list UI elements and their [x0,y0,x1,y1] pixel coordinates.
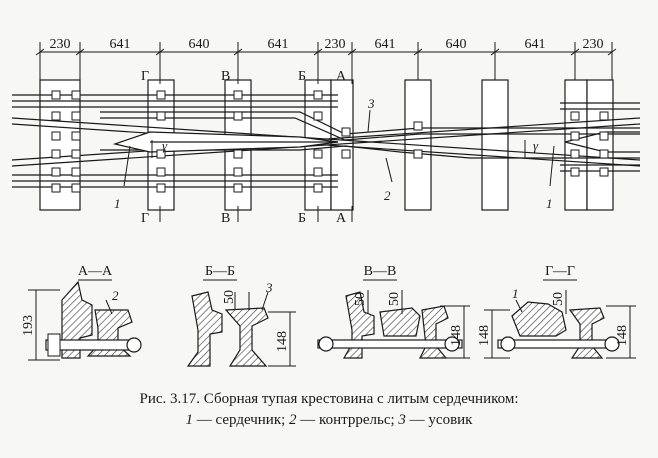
legend-text-3: — усовик [405,412,473,428]
mark-b-bottom: Б [298,211,306,226]
section-b-b-callout: 3 [265,280,273,295]
dim-641-d: 641 [525,37,546,52]
legend-num-1: 1 [185,412,194,428]
dim-230-a: 230 [50,37,71,52]
section-v-v-dim-50-left: 50 [353,292,368,306]
section-v-v-dim-50-right: 50 [387,292,402,306]
section-a-a-dim-193: 193 [21,315,36,336]
crossing-drawing: 230 641 640 641 230 641 640 641 230 [11,37,641,367]
dim-641-c: 641 [375,37,396,52]
mark-a-bottom: А [336,211,347,226]
callouts: 1 2 3 1 γ γ [114,96,555,211]
section-b-b-dim-50: 50 [222,290,237,304]
dim-230-b: 230 [325,37,346,52]
section-a-a: А—А 193 2 [21,264,142,361]
section-v-v-dim-148: 148 [449,325,464,346]
mark-g-bottom: Г [141,211,149,226]
legend-text-2: — контррельс; [296,412,399,428]
angle-right: γ [533,138,539,153]
mark-g-top: Г [141,69,149,84]
legend-text-1: — сердечник; [193,412,290,428]
section-v-v: В—В 50 50 148 [317,264,470,359]
callout-2: 2 [384,188,391,203]
callout-1-left: 1 [114,196,121,211]
dim-640-b: 640 [446,37,467,52]
legend-num-3: 3 [398,412,406,428]
dim-641-b: 641 [268,37,289,52]
mark-v-bottom: В [221,211,230,226]
mark-v-top: В [221,69,230,84]
callout-3: 3 [367,96,375,111]
section-b-b-title: Б—Б [205,264,235,279]
section-g-g-title: Г—Г [545,264,575,279]
angle-left: γ [162,138,168,153]
figure-caption-title: Рис. 3.17. Сборная тупая крестовина с ли… [139,391,519,407]
section-marks: Г В Б А Г В Б А [141,69,347,226]
section-b-b-dim-148: 148 [275,331,290,352]
bolts [51,90,609,193]
legend-num-2: 2 [289,412,297,428]
section-g-g-dim-50: 50 [551,292,566,306]
dimension-values: 230 641 640 641 230 641 640 641 230 [50,37,604,52]
callout-1-right: 1 [546,196,553,211]
dim-641-a: 641 [110,37,131,52]
section-a-a-callout: 2 [112,288,119,303]
section-a-a-title: А—А [78,264,113,279]
dimension-chain [35,42,617,90]
section-g-g-callout: 1 [512,286,519,301]
cut-lines [159,68,353,222]
section-g-g-dim-148-right: 148 [615,325,630,346]
dim-640-a: 640 [189,37,210,52]
dim-230-c: 230 [583,37,604,52]
figure-caption-legend: 1 — сердечник; 2 — контррельс; 3 — усови… [0,412,658,429]
mark-a-top: А [336,69,347,84]
section-g-g-dim-148-left: 148 [477,325,492,346]
section-b-b: Б—Б 50 3 148 [186,264,296,367]
section-g-g: Г—Г 50 1 148 148 [477,264,636,359]
mark-b-top: Б [298,69,306,84]
section-v-v-title: В—В [364,264,397,279]
